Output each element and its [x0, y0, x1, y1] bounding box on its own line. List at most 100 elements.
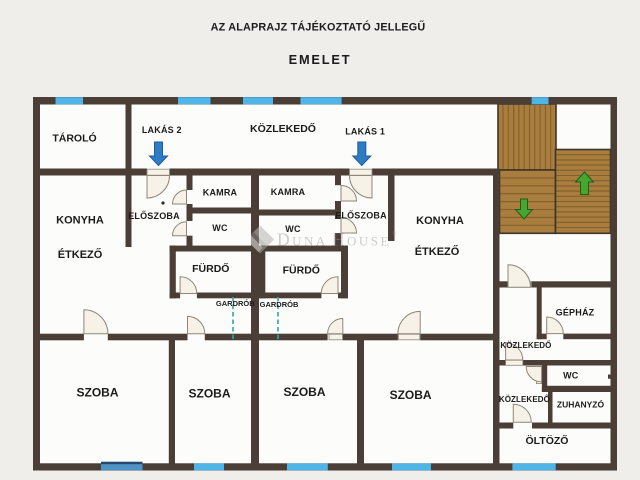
wall-e-2: [532, 422, 617, 429]
door-szoba-4: [397, 310, 421, 335]
wall-furdo2-bottom-a: [169, 292, 181, 299]
watermark-diamond-stripe-dark: [250, 232, 266, 248]
stair-up-arrow-icon: [574, 171, 595, 195]
wall-gephaz-left: [536, 287, 542, 340]
label-konyha-l1: KONYHA: [416, 215, 464, 227]
wall-eloszoba1-c: [335, 233, 341, 248]
watermark-registered-mark: ®: [392, 230, 399, 237]
doors: [83, 168, 564, 423]
door-leaf-kozlekedo: [505, 359, 524, 366]
label-oltozo: ÖLTÖZŐ: [526, 434, 569, 447]
window-stairs: [531, 97, 549, 105]
window-corridor-1: [178, 97, 211, 105]
wall-furdo1-right: [341, 245, 348, 299]
label-wc-l2: WC: [212, 223, 228, 233]
label-etkezo-l2: ÉTKEZŐ: [58, 248, 103, 261]
eloszoba2-point-marker: [161, 201, 165, 205]
label-eloszoba-l2: ELŐSZOBA: [128, 210, 180, 221]
wall-outer-left: [33, 97, 40, 471]
stair-flight-top: [498, 104, 556, 170]
wall-zuhanyzo-left: [548, 392, 553, 429]
window-corridor-2: [243, 97, 273, 105]
wall-furdo1-bottom-b: [338, 292, 348, 299]
wall-a-2: [531, 281, 617, 288]
door-kamra-l1: [340, 184, 358, 202]
wall-corridor-1: [33, 168, 147, 176]
door-wc-l1: [340, 216, 358, 234]
wall-wc-notch: [608, 374, 612, 379]
window-szoba-1-frame: [101, 461, 143, 465]
wall-corridor-2: [169, 168, 350, 176]
door-szoba-3: [327, 317, 344, 335]
wall-utility-left: [493, 168, 500, 471]
wall-d-1: [499, 360, 506, 366]
window-szoba-3: [287, 463, 328, 471]
window-corridor-3: [300, 97, 342, 105]
wall-e-1: [499, 422, 514, 429]
wall-eloszoba2-c: [186, 235, 193, 248]
label-szoba-4: SZOBA: [390, 388, 432, 402]
wall-szoba-top-5: [420, 333, 500, 341]
label-lakas2: LAKÁS 2: [142, 125, 182, 135]
label-etkezo-l1: ÉTKEZŐ: [415, 245, 460, 258]
wall-furdo1-left: [258, 245, 266, 299]
label-kozlekedo-top: KÖZLEKEDŐ: [250, 122, 316, 135]
door-furdo-l1: [320, 276, 339, 294]
label-gardrob-l1: GARDRÓB: [260, 300, 299, 309]
wall-c-1: [536, 333, 547, 340]
wall-szoba-divider-3: [357, 337, 364, 465]
wall-furdo2-right: [254, 245, 261, 299]
window-szoba-4: [392, 463, 431, 471]
door-leaf-szoba-4: [398, 333, 421, 341]
label-furdo-l2: FÜRDŐ: [192, 262, 229, 275]
door-wc-utility: [525, 366, 543, 383]
wall-szoba-top-2: [107, 333, 188, 341]
wall-szoba-top-1: [33, 333, 84, 341]
door-szoba-2: [187, 315, 206, 335]
window-szoba-1: [101, 461, 143, 471]
door-gephaz: [546, 316, 564, 335]
label-zuhanyzo: ZUHANYZÓ: [557, 399, 605, 410]
wall-c-2: [563, 333, 617, 340]
wall-wc-util-bottom: [541, 385, 617, 392]
wall-szoba-divider-1: [168, 337, 175, 465]
door-oltozo: [512, 403, 532, 423]
label-tarolo: TÁROLÓ: [52, 132, 96, 145]
label-szoba-3: SZOBA: [284, 385, 326, 399]
label-szoba-1: SZOBA: [77, 386, 119, 400]
wall-apartment-divider: [251, 173, 259, 464]
label-wc-l1: WC: [285, 224, 301, 234]
wall-szoba-top-3: [204, 333, 328, 341]
label-szoba-2: SZOBA: [189, 387, 231, 401]
wall-d-2: [522, 360, 611, 366]
label-kamra-l2: KAMRA: [203, 188, 238, 198]
wall-eloszoba2-a: [186, 173, 193, 190]
door-leaf-lakas1: [349, 168, 373, 176]
staircase: [497, 103, 612, 235]
room-labels: TÁROLÓ LAKÁS 2 KÖZLEKEDŐ LAKÁS 1 KONYHA …: [52, 122, 604, 447]
window-tarolo: [55, 97, 83, 105]
door-landing: [507, 264, 532, 288]
door-kozlekedo-utility: [505, 342, 524, 361]
door-lakas2-entry: [146, 175, 171, 199]
lakas2-entry-arrow-icon: [148, 141, 169, 167]
stair-down-arrow-icon: [514, 198, 534, 220]
wall-tarolo-konyha-right: [125, 100, 132, 247]
wall-konyha1-left: [388, 173, 395, 241]
stair-treads-up: [555, 154, 611, 229]
door-szoba-1: [83, 309, 109, 335]
label-kamra-l1: KAMRA: [271, 187, 306, 197]
label-wc-utility: WC: [563, 371, 579, 381]
door-kamra-l2: [171, 189, 187, 205]
stair-treads-top: [502, 104, 552, 170]
label-kozlekedo-utility-1: KÖZLEKEDŐ: [500, 341, 551, 350]
label-kozlekedo-utility-2: KÖZLEKEDŐ: [499, 395, 550, 404]
window-szoba-2: [194, 463, 224, 471]
wall-eloszoba1-b: [335, 201, 341, 219]
wall-kamra-wc-divider-l2: [186, 207, 259, 214]
wall-furdo2-left: [169, 245, 176, 299]
